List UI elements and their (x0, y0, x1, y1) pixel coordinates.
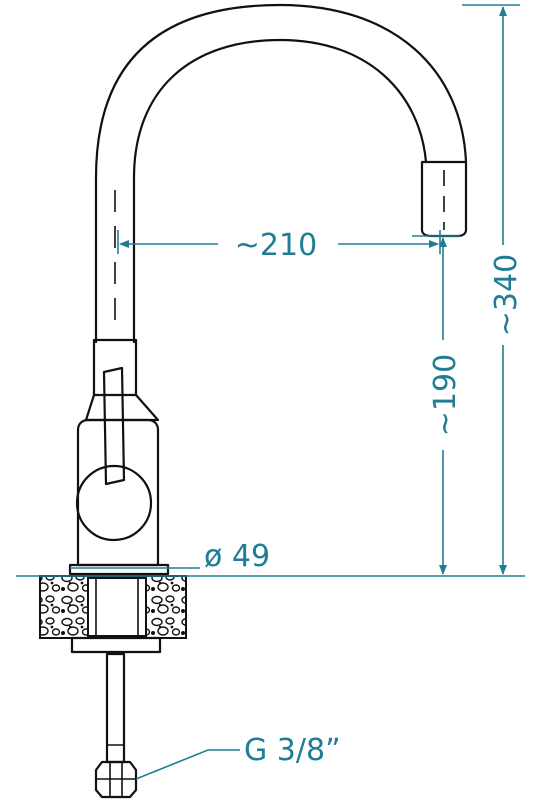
fixing-nut (70, 636, 162, 654)
total-height-dimension-label: ~340 (489, 254, 524, 336)
faucet-body (76, 418, 160, 567)
swivel-collar (92, 338, 138, 397)
spout-outer-contour (94, 3, 468, 344)
spout-height-dimension-label: ~190 (428, 354, 463, 436)
thread-label: G 3/8” (244, 733, 341, 768)
hose-connector-nut (94, 760, 138, 799)
mounting-sleeve (87, 577, 147, 637)
dimension-annotations: ~210 ~190 ~340 ø 49 G 3/8” (16, 4, 525, 780)
faucet-outline (39, 3, 468, 799)
base-diameter-label: ø 49 (204, 539, 270, 574)
reach-dimension-label: ~210 (235, 228, 317, 263)
base-ring (68, 563, 170, 576)
thread-leader-line (135, 749, 240, 780)
spout-inner-contour (132, 38, 428, 344)
lever-handle (102, 366, 126, 486)
cartridge-cap (75, 464, 153, 542)
